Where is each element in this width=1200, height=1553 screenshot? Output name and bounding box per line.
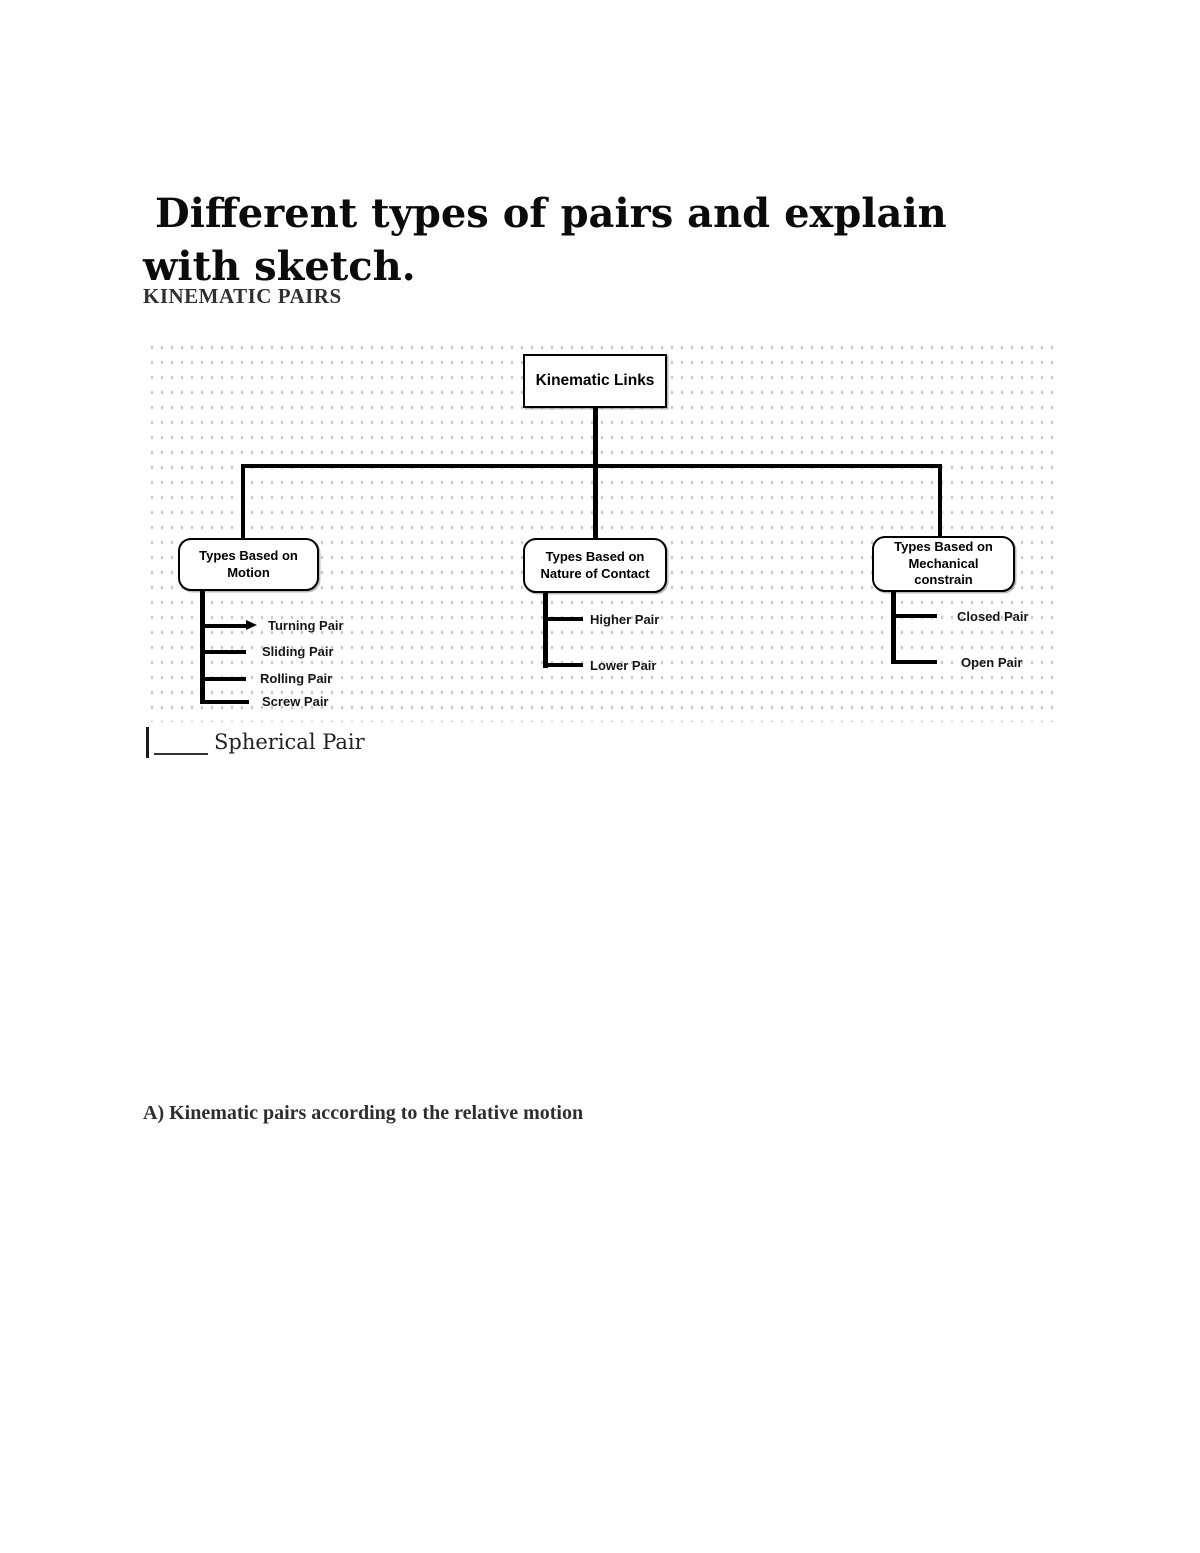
spherical-pair-underline [154, 753, 208, 755]
leaf-screw-pair: Screw Pair [262, 694, 329, 709]
leaf-sliding-pair: Sliding Pair [262, 644, 334, 659]
page-title: Different types of pairs and explain wit… [143, 187, 1063, 293]
turning-pair-arrow-icon [246, 620, 257, 630]
sliding-pair-stub [200, 650, 246, 654]
page-title-line1: Different types of pairs and explain [155, 189, 947, 237]
rolling-pair-stub [200, 677, 246, 681]
open-pair-stub [893, 660, 937, 664]
node-types-based-on-mechanical-constrain: Types Based on Mechanical constrain [872, 536, 1015, 592]
leaf-closed-pair: Closed Pair [957, 609, 1029, 624]
leaf-open-pair: Open Pair [961, 655, 1023, 670]
leaf-turning-pair: Turning Pair [268, 618, 344, 633]
subtitle-kinematic-pairs: KINEMATIC PAIRS [143, 284, 342, 308]
leaf-lower-pair: Lower Pair [590, 658, 657, 673]
node-types-based-on-motion: Types Based on Motion [178, 538, 319, 591]
section-a-heading: A) Kinematic pairs according to the rela… [143, 1102, 584, 1124]
connector-left-drop [241, 464, 245, 539]
connector-horizontal-bar [241, 464, 942, 468]
higher-pair-stub [545, 617, 583, 621]
closed-pair-stub [893, 614, 937, 618]
motion-trunk-line [200, 590, 205, 704]
turning-pair-stub [200, 624, 247, 628]
contact-trunk-line [543, 591, 548, 668]
node-types-based-on-nature-of-contact: Types Based on Nature of Contact [523, 538, 667, 593]
screw-pair-stub [200, 700, 249, 704]
node-kinematic-links: Kinematic Links [523, 354, 667, 408]
page-title-line2: with sketch. [143, 242, 416, 290]
leaf-higher-pair: Higher Pair [590, 612, 660, 627]
connector-root-vertical [593, 407, 598, 467]
connector-middle-drop [593, 464, 598, 539]
spherical-pair-label: Spherical Pair [214, 730, 365, 754]
lower-pair-stub [545, 663, 583, 667]
connector-right-drop [938, 464, 942, 537]
spherical-pair-vertical-bar [146, 727, 149, 758]
leaf-rolling-pair: Rolling Pair [260, 671, 333, 686]
constrain-trunk-line [891, 590, 896, 664]
